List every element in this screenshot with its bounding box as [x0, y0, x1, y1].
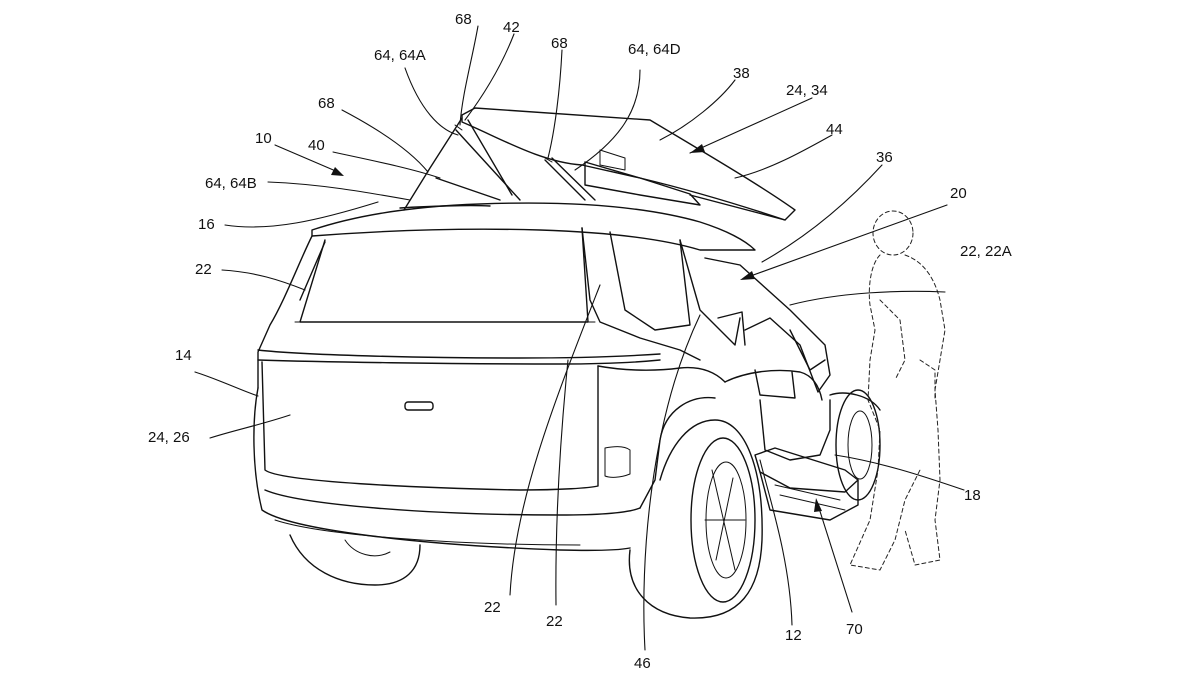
- label-36: 36: [876, 149, 893, 166]
- label-70: 70: [846, 621, 863, 638]
- label-40: 40: [308, 137, 325, 154]
- label-16: 16: [198, 216, 215, 233]
- label-24-26: 24, 26: [148, 429, 190, 446]
- label-22-22a: 22, 22A: [960, 243, 1012, 260]
- vehicle-body: [253, 202, 881, 619]
- label-46: 46: [634, 655, 651, 672]
- label-42: 42: [503, 19, 520, 36]
- label-38: 38: [733, 65, 750, 82]
- label-10: 10: [255, 130, 272, 147]
- label-44: 44: [826, 121, 843, 138]
- label-22-bottom-mid: 22: [546, 613, 563, 630]
- label-64-64a: 64, 64A: [374, 47, 426, 64]
- leader-lines: [194, 25, 965, 651]
- label-20: 20: [950, 185, 967, 202]
- label-68-left: 68: [318, 95, 335, 112]
- label-64-64d: 64, 64D: [628, 41, 681, 58]
- label-22-left: 22: [195, 261, 212, 278]
- label-14: 14: [175, 347, 192, 364]
- struts: [403, 117, 596, 211]
- label-18: 18: [964, 487, 981, 504]
- person-outline: [849, 210, 946, 571]
- label-68-top: 68: [455, 11, 472, 28]
- label-22-bottom-left: 22: [484, 599, 501, 616]
- label-68-mid: 68: [551, 35, 568, 52]
- raised-roof-panel: [461, 107, 796, 221]
- label-12: 12: [785, 627, 802, 644]
- reference-labels: 68 42 68 64, 64A 64, 64D 38 24, 34 68 44…: [148, 11, 1012, 672]
- label-24-34: 24, 34: [786, 82, 828, 99]
- label-64-64b: 64, 64B: [205, 175, 257, 192]
